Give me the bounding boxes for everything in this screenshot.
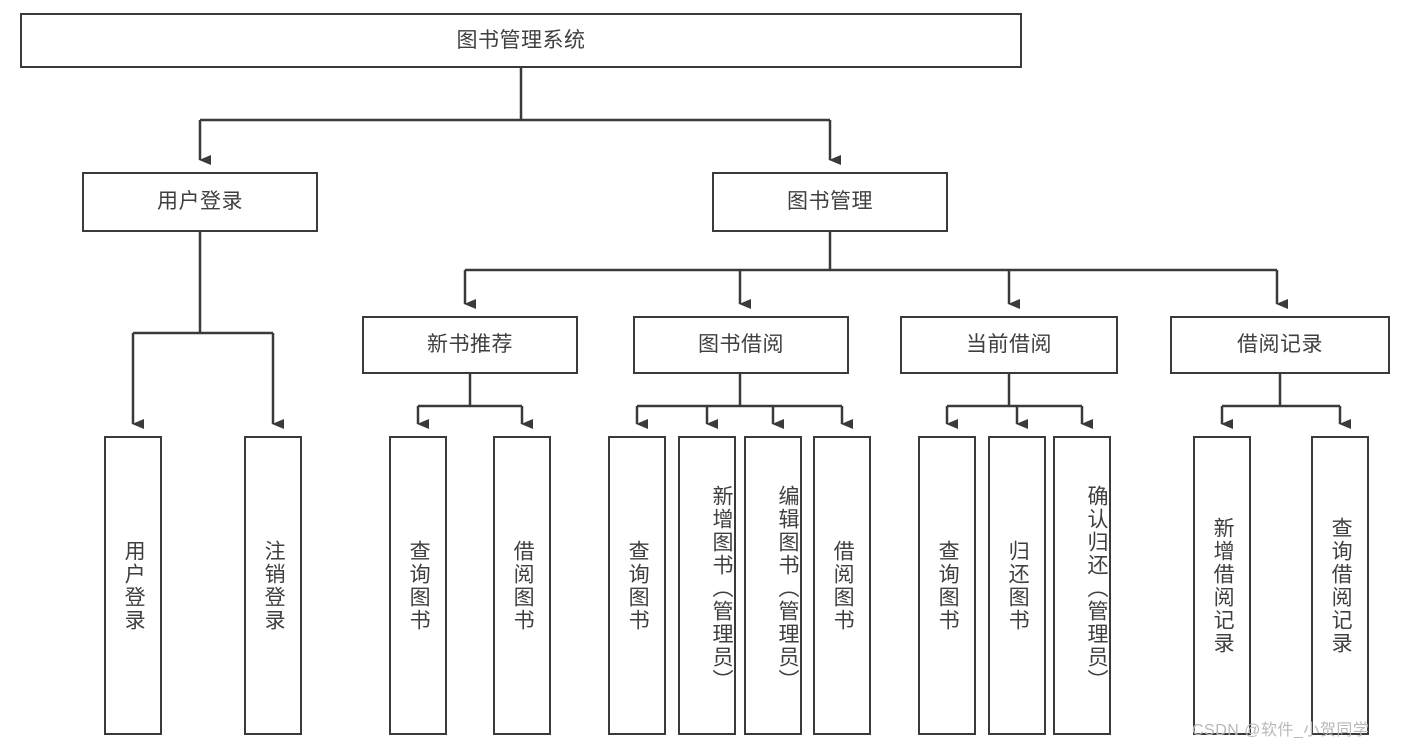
node-user-login[interactable]: 用户登录 [82, 172, 318, 232]
node-label: 借阅图书 [511, 539, 535, 632]
node-label: 借阅记录 [1237, 333, 1323, 357]
node-label: 查询借阅记录 [1329, 516, 1353, 655]
node-new-book-recommend[interactable]: 新书推荐 [362, 316, 578, 374]
node-leaf-query-book-2[interactable]: 查询图书 [608, 436, 666, 735]
node-borrow-record[interactable]: 借阅记录 [1170, 316, 1390, 374]
node-book-management[interactable]: 图书管理 [712, 172, 948, 232]
node-label: 新书推荐 [427, 333, 513, 357]
node-leaf-edit-book[interactable]: 编辑图书（管理员） [744, 436, 802, 735]
node-label: 图书管理系统 [456, 28, 586, 52]
node-label: 新增借阅记录 [1211, 516, 1235, 655]
node-label: 注销登录 [262, 539, 286, 632]
node-root-system[interactable]: 图书管理系统 [20, 13, 1022, 68]
node-leaf-add-book[interactable]: 新增图书（管理员） [678, 436, 736, 735]
node-label: 编辑图书（管理员） [776, 485, 799, 692]
node-leaf-query-record[interactable]: 查询借阅记录 [1311, 436, 1369, 735]
node-leaf-logout-login[interactable]: 注销登录 [244, 436, 302, 735]
node-leaf-user-login[interactable]: 用户登录 [104, 436, 162, 735]
node-label: 图书借阅 [698, 333, 784, 357]
node-label: 查询图书 [626, 539, 650, 632]
node-leaf-confirm-return[interactable]: 确认归还（管理员） [1053, 436, 1111, 735]
csdn-watermark: CSDN @软件_小贺同学 [1192, 722, 1370, 739]
node-label: 新增图书（管理员） [710, 485, 733, 692]
node-label: 借阅图书 [831, 539, 855, 632]
node-book-borrow[interactable]: 图书借阅 [633, 316, 849, 374]
node-current-borrow[interactable]: 当前借阅 [900, 316, 1118, 374]
node-leaf-borrow-book-1[interactable]: 借阅图书 [493, 436, 551, 735]
node-leaf-return-book[interactable]: 归还图书 [988, 436, 1046, 735]
node-label: 当前借阅 [966, 333, 1052, 357]
node-label: 查询图书 [407, 539, 431, 632]
node-label: 归还图书 [1006, 539, 1030, 632]
node-label: 用户登录 [157, 190, 243, 214]
node-leaf-borrow-book-2[interactable]: 借阅图书 [813, 436, 871, 735]
node-label: 用户登录 [122, 539, 146, 632]
node-label: 确认归还（管理员） [1085, 485, 1108, 692]
node-leaf-query-book-3[interactable]: 查询图书 [918, 436, 976, 735]
node-leaf-query-book-1[interactable]: 查询图书 [389, 436, 447, 735]
node-label: 图书管理 [787, 190, 873, 214]
node-leaf-add-record[interactable]: 新增借阅记录 [1193, 436, 1251, 735]
node-label: 查询图书 [936, 539, 960, 632]
